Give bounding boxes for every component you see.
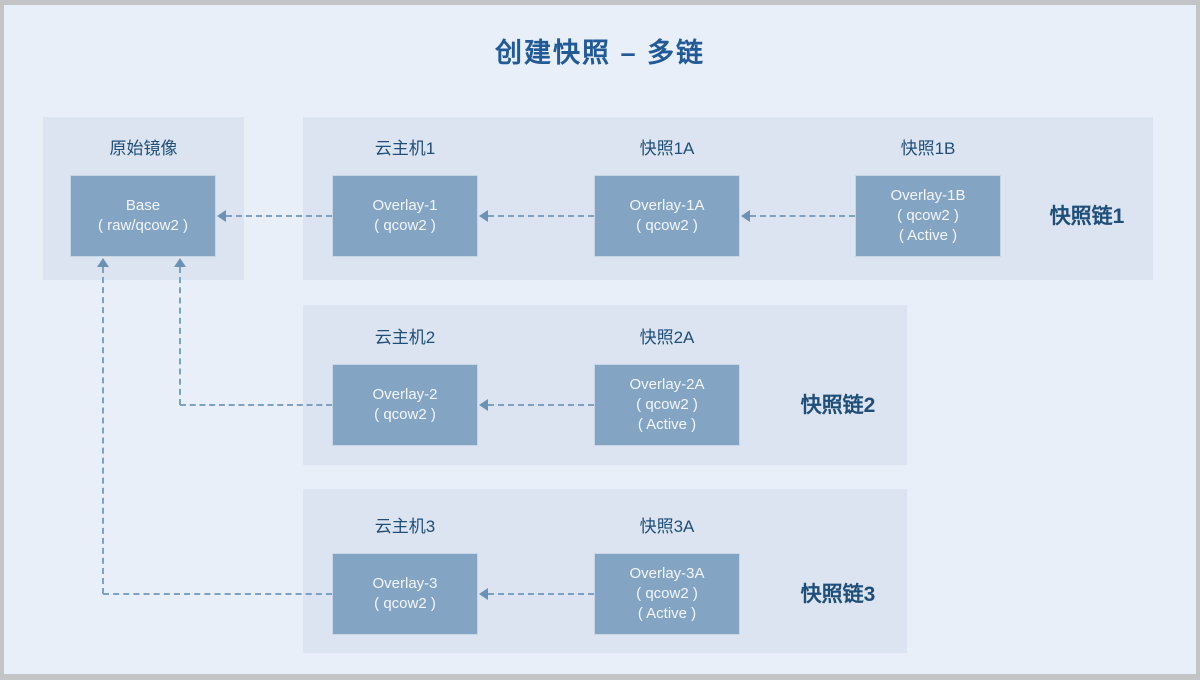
chain1-label: 快照链1 [1049, 205, 1125, 228]
overlay-3a-line2: ( qcow2 ) [636, 585, 698, 602]
overlay-3-line1: Overlay-3 [372, 575, 438, 592]
overlay-2-box: Overlay-2 ( qcow2 ) [332, 364, 478, 446]
overlay-1b-line3: ( Active ) [898, 227, 958, 244]
overlay-2-line2: ( qcow2 ) [374, 406, 436, 423]
chain2-snap2a-header: 快照2A [639, 328, 695, 347]
arrowhead-overlay3a-to-overlay3 [479, 588, 488, 600]
base-image-label: 原始镜像 [109, 139, 178, 158]
chain1-snap1b-header: 快照1B [900, 139, 956, 158]
overlay-1-line2: ( qcow2 ) [374, 217, 436, 234]
overlay-1-box: Overlay-1 ( qcow2 ) [332, 175, 478, 257]
arrowhead-overlay2a-to-overlay2 [479, 399, 488, 411]
overlay-2a-line3: ( Active ) [637, 416, 697, 433]
arrowhead-overlay1b-to-overlay1a [741, 210, 750, 222]
dashline-overlay2-elbow-horizontal [180, 404, 332, 406]
dashline-overlay2a-to-overlay2 [488, 404, 594, 406]
overlay-1a-line2: ( qcow2 ) [636, 217, 698, 234]
chain1-snap1a-header: 快照1A [639, 139, 695, 158]
dashline-overlay1b-to-overlay1a [750, 215, 855, 217]
chain2-label: 快照链2 [800, 394, 876, 417]
arrowhead-overlay1a-to-overlay1 [479, 210, 488, 222]
chain3-vm-header: 云主机3 [374, 517, 436, 536]
overlay-1a-line1: Overlay-1A [629, 197, 705, 214]
arrowhead-overlay3-to-base [97, 258, 109, 267]
arrowhead-overlay2-to-base [174, 258, 186, 267]
overlay-1-line1: Overlay-1 [372, 197, 438, 214]
overlay-1b-line2: ( qcow2 ) [897, 207, 959, 224]
overlay-1a-box: Overlay-1A ( qcow2 ) [594, 175, 740, 257]
dashline-overlay1a-to-overlay1 [488, 215, 594, 217]
chain3-label: 快照链3 [800, 583, 876, 606]
dashline-overlay1-to-base [226, 215, 332, 217]
chain2-vm-header: 云主机2 [374, 328, 436, 347]
overlay-1b-box: Overlay-1B ( qcow2 ) ( Active ) [855, 175, 1001, 257]
page-title: 创建快照 – 多链 [494, 38, 706, 68]
dashline-overlay3-elbow-horizontal [103, 593, 332, 595]
arrowhead-overlay1-to-base [217, 210, 226, 222]
overlay-3a-line1: Overlay-3A [629, 565, 705, 582]
base-box: Base ( raw/qcow2 ) [70, 175, 216, 257]
overlay-3-box: Overlay-3 ( qcow2 ) [332, 553, 478, 635]
overlay-2-line1: Overlay-2 [372, 386, 438, 403]
overlay-2a-line2: ( qcow2 ) [636, 396, 698, 413]
base-box-line2: ( raw/qcow2 ) [97, 217, 189, 234]
overlay-1b-line1: Overlay-1B [890, 187, 966, 204]
dashline-overlay3a-to-overlay3 [488, 593, 594, 595]
overlay-3-line2: ( qcow2 ) [374, 595, 436, 612]
overlay-3a-box: Overlay-3A ( qcow2 ) ( Active ) [594, 553, 740, 635]
dashline-overlay2-elbow-vertical [179, 267, 181, 405]
dashline-overlay3-elbow-vertical [102, 267, 104, 594]
base-box-line1: Base [125, 197, 161, 214]
overlay-2a-box: Overlay-2A ( qcow2 ) ( Active ) [594, 364, 740, 446]
chain3-snap3a-header: 快照3A [639, 517, 695, 536]
overlay-3a-line3: ( Active ) [637, 605, 697, 622]
overlay-2a-line1: Overlay-2A [629, 376, 705, 393]
chain1-vm-header: 云主机1 [374, 139, 436, 158]
